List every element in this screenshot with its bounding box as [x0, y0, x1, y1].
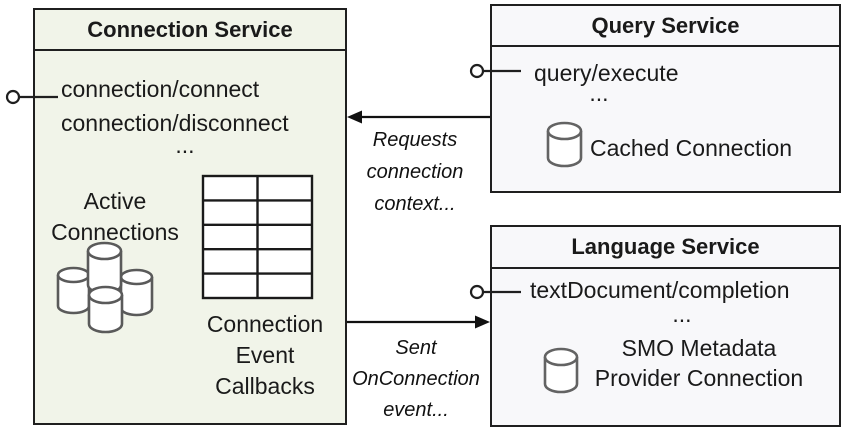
requests-connection-arrow — [347, 110, 490, 124]
query-service-box: Query Service query/execute ... Cached C… — [490, 4, 841, 193]
language-service-box: Language Service textDocument/completion… — [490, 225, 841, 427]
smo-metadata-provider-connection-label: SMO Metadata Provider Connection — [594, 335, 804, 391]
sent-onconnection-event-label: Sent OnConnection event... — [352, 337, 480, 421]
textdocument-completion-method: textDocument/completion — [530, 277, 790, 303]
requests-connection-context-label: Requests connection context... — [366, 129, 464, 215]
active-connections-label: Active Connections — [51, 188, 179, 245]
language-service-title: Language Service — [571, 234, 760, 259]
connection-connect-method: connection/connect — [61, 76, 260, 102]
language-service-header: Language Service — [492, 227, 839, 269]
query-service-header: Query Service — [492, 6, 839, 47]
query-methods-ellipsis: ... — [589, 80, 609, 106]
connection-disconnect-method: connection/disconnect — [61, 110, 289, 136]
cached-connection-label: Cached Connection — [590, 135, 793, 161]
connection-service-title: Connection Service — [87, 16, 293, 42]
query-execute-method: query/execute — [534, 60, 679, 86]
language-methods-ellipsis: ... — [672, 301, 692, 327]
connection-service-box: Connection Service connection/connect co… — [33, 8, 347, 425]
query-service-title: Query Service — [591, 12, 740, 38]
connection-methods-ellipsis: ... — [175, 132, 195, 158]
connection-service-header: Connection Service — [35, 10, 345, 51]
connection-event-callbacks-label: Connection Event Callbacks — [206, 311, 324, 399]
